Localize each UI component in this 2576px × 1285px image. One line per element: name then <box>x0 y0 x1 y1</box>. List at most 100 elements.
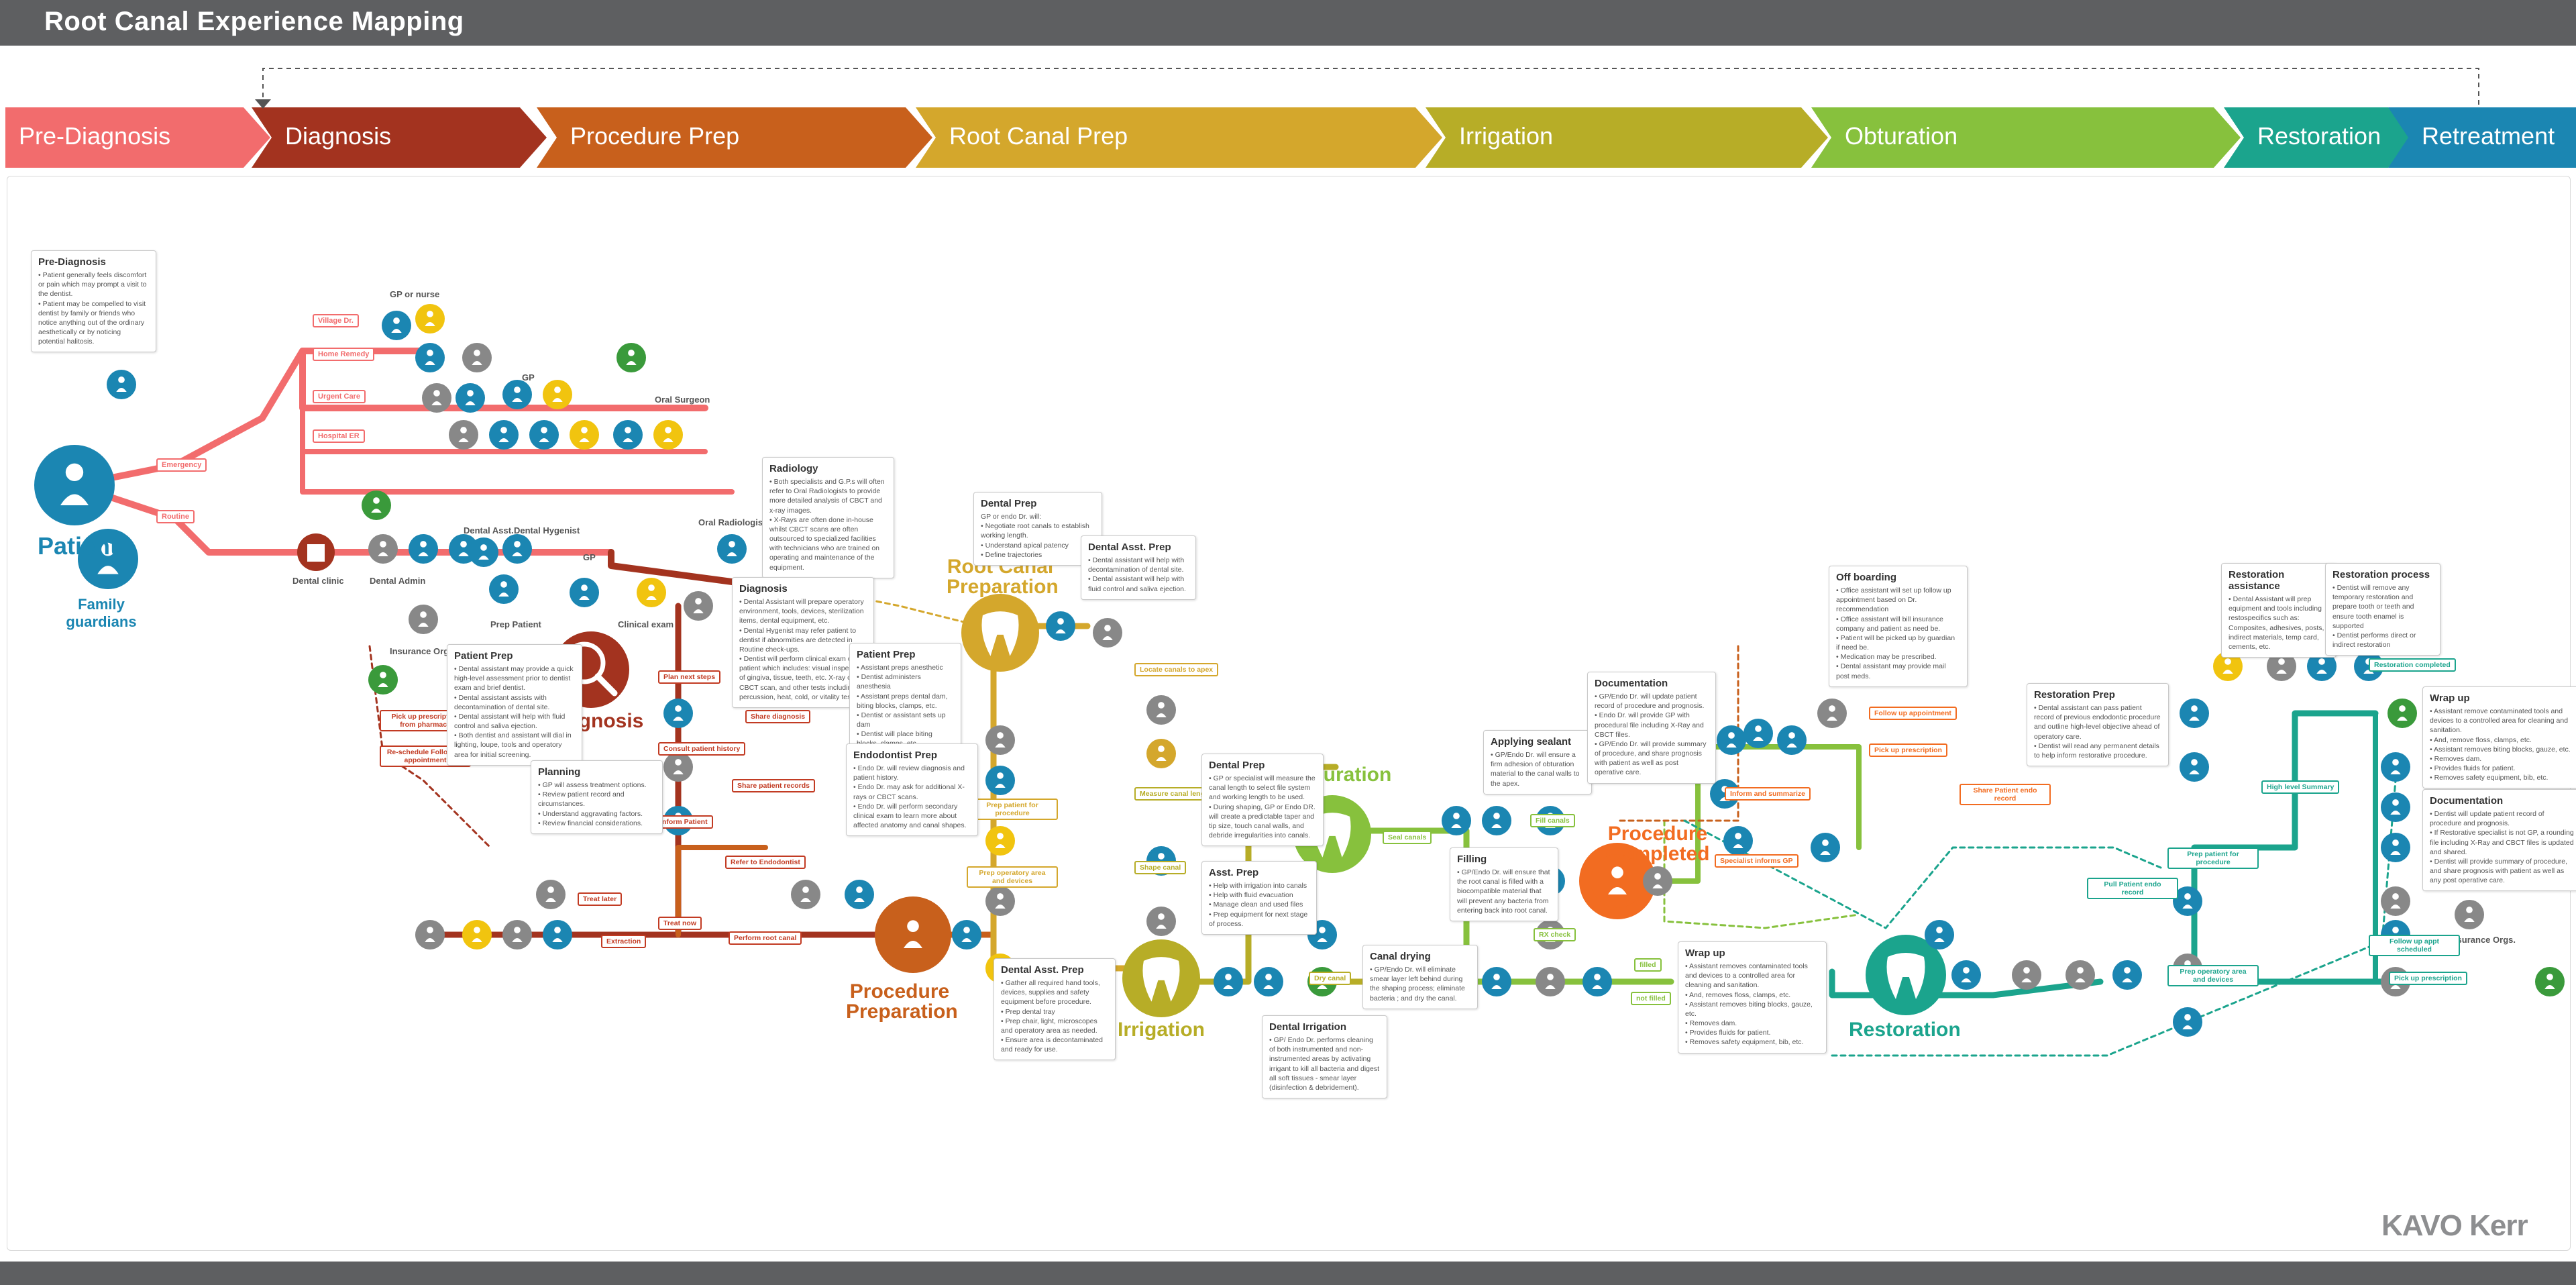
person-head-icon <box>427 927 433 933</box>
stage-label: Obturation <box>1845 122 1958 150</box>
info-card-title: Wrap up <box>1685 947 1725 959</box>
person-head-icon <box>625 427 631 433</box>
person-body-icon <box>800 897 811 902</box>
person-body-icon <box>2316 669 2327 674</box>
actor-node-icon <box>1093 618 1122 648</box>
person-head-icon <box>2466 907 2473 913</box>
person-body-icon <box>2390 770 2401 774</box>
actor-node-icon <box>489 574 519 604</box>
photo-thumbnail <box>440 750 471 776</box>
actor-node-icon <box>469 537 498 567</box>
tooth-glyph <box>1886 953 1925 999</box>
photo-thumbnail <box>1198 1029 1229 1054</box>
person-head-icon <box>380 541 386 548</box>
header-bar: Root Canal Experience Mapping <box>0 0 2576 46</box>
actor-node-icon <box>2381 792 2410 822</box>
person-head-icon <box>541 427 547 433</box>
person-body-icon <box>1545 984 1556 989</box>
actor-node-icon <box>717 534 747 564</box>
tooth-glyph <box>981 611 1019 656</box>
refer-path <box>676 845 768 937</box>
info-card-body: • Assistant preps anesthetic • Dentist a… <box>857 664 948 748</box>
actor-node-icon <box>952 920 981 949</box>
person-body-icon <box>2222 669 2233 674</box>
person-head-icon <box>427 311 433 317</box>
person-body-icon <box>478 555 489 560</box>
milestone-label: Restoration <box>1849 1019 1961 1041</box>
person-head-icon <box>1493 974 1500 980</box>
actor-node-icon <box>570 578 599 607</box>
person-head-icon <box>1735 833 1741 839</box>
actor-node-icon <box>616 343 646 372</box>
actor-label: GP or nurse <box>390 289 440 299</box>
person-head-icon <box>460 541 467 548</box>
process-step-tag: Locate canals to apex <box>1134 663 1219 676</box>
info-card: Documentation• GP/Endo Dr. will update p… <box>1587 672 1716 784</box>
routine-path <box>71 482 319 556</box>
process-step-tag: Dry canal <box>1309 972 1352 985</box>
milestone-label: Procedure Completed <box>1605 823 1710 865</box>
process-step-tag: Fill canals <box>1530 814 1575 827</box>
actor-node-icon <box>1442 806 1471 835</box>
rc-down-path <box>990 623 1158 972</box>
person-head-icon <box>1493 813 1500 819</box>
photo-thumbnail <box>1520 928 1551 954</box>
person-body-icon <box>995 904 1006 909</box>
info-card-title: Endodontist Prep <box>853 750 937 761</box>
photo-thumbnail <box>470 529 501 554</box>
dashed-connector <box>1616 645 1739 822</box>
actor-node-icon <box>1046 611 1075 641</box>
person-head-icon <box>2191 759 2198 766</box>
person-head-icon <box>581 584 588 591</box>
person-body-icon <box>552 937 563 942</box>
person-head-icon <box>118 376 125 383</box>
actor-node-icon <box>502 920 532 949</box>
actor-node-icon <box>415 920 445 949</box>
person-head-icon <box>1225 974 1232 980</box>
person-head-icon <box>1654 873 1661 880</box>
footer-bar <box>0 1262 2576 1285</box>
info-card-body: • Office assistant will set up follow up… <box>1836 586 1955 680</box>
person-head-icon <box>2077 967 2084 974</box>
person-head-icon <box>547 886 554 893</box>
photo-thumbnail <box>1842 847 1873 873</box>
actor-node-icon <box>449 420 478 450</box>
actor-node-icon <box>2173 1007 2202 1037</box>
route-tag: Hospital ER <box>313 429 365 443</box>
clinic-glyph <box>307 544 325 562</box>
actor-node-icon <box>2535 967 2565 996</box>
info-card-title: Dental Prep <box>1209 760 1265 771</box>
person-head-icon <box>474 927 480 933</box>
person-head-icon <box>695 598 702 605</box>
actor-node-icon <box>1811 833 1840 862</box>
process-step-tag: Share diagnosis <box>745 710 811 723</box>
actor-node-icon <box>1817 699 1847 728</box>
journey-diagram <box>34 304 2565 1057</box>
route-tag: Urgent Care <box>313 390 366 403</box>
actor-label: Oral Radiologist <box>698 517 766 527</box>
actor-label: GP <box>583 552 596 562</box>
person-head-icon <box>675 705 682 712</box>
actor-node-icon <box>2387 699 2417 728</box>
info-card-body: • GP or specialist will measure the cana… <box>1209 774 1316 840</box>
route-tag: Emergency <box>156 458 207 472</box>
person-body-icon <box>425 360 435 365</box>
person-head-icon <box>474 350 480 356</box>
person-head-icon <box>380 672 386 678</box>
actor-node-icon <box>1582 967 1612 996</box>
person-head-icon <box>514 541 521 548</box>
info-card-body: • Gather all required hand tools, device… <box>1001 979 1103 1054</box>
person-body-icon <box>646 595 657 600</box>
person-body-icon <box>418 622 429 627</box>
actor-node-icon <box>1214 967 1243 996</box>
dashed-connector <box>1831 779 2397 1057</box>
person-body-icon <box>371 508 382 513</box>
person-head-icon <box>1158 853 1165 860</box>
info-card-title: Asst. Prep <box>1209 867 1259 878</box>
stage-obturation: Obturation <box>1811 107 2241 168</box>
process-step-tag: Follow up appointment <box>1869 707 1957 720</box>
actor-node-icon <box>462 343 492 372</box>
person-body-icon <box>498 438 509 442</box>
